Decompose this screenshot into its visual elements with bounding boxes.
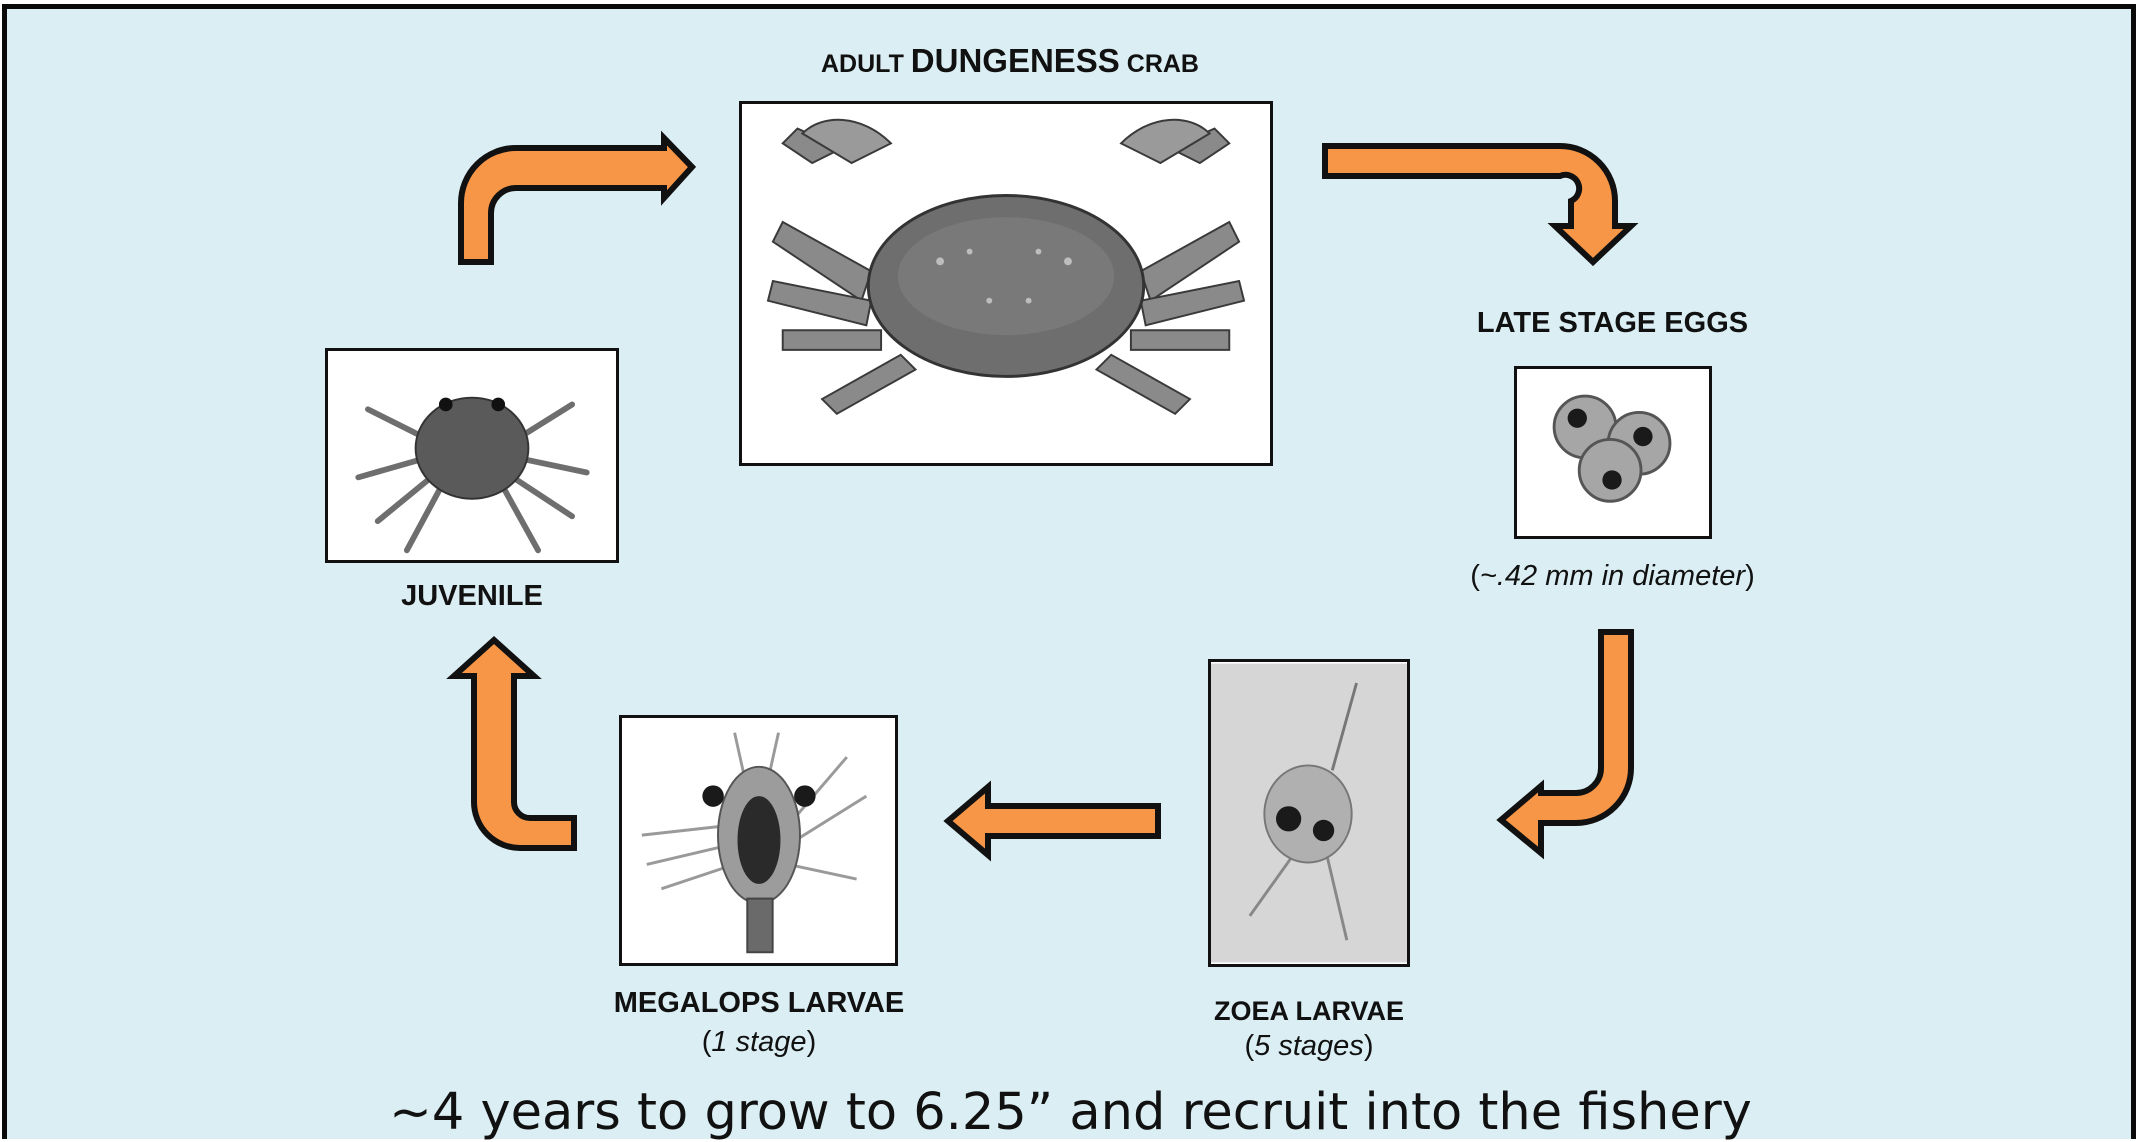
zoea-larvae-label: ZOEA LARVAE	[1150, 996, 1468, 1027]
eggs-size-value: ~.42 mm in diameter	[1480, 560, 1745, 592]
eggs-size-note: (~.42 mm in diameter)	[1400, 560, 1825, 593]
zoea-stages-note: (5 stages)	[1150, 1030, 1468, 1063]
megalops-stages-value: 1 stage	[711, 1026, 806, 1058]
eggs-image	[1514, 366, 1712, 539]
adult-crab-image	[739, 101, 1273, 466]
megalops-larvae-label: MEGALOPS LARVAE	[560, 987, 958, 1020]
adult-main: DUNGENESS	[911, 42, 1120, 79]
adult-crab-label: ADULT DUNGENESS CRAB	[740, 42, 1280, 80]
juvenile-crab-image	[325, 348, 619, 563]
footer-caption: ~4 years to grow to 6.25” and recruit in…	[0, 1083, 2141, 1142]
adult-prefix: ADULT	[821, 50, 911, 78]
juvenile-label: JUVENILE	[322, 580, 622, 613]
zoea-stages-value: 5 stages	[1254, 1030, 1364, 1062]
megalops-larvae-image	[619, 715, 898, 966]
eggs-label: LATE STAGE EGGS	[1400, 307, 1825, 340]
zoea-larvae-image	[1208, 659, 1410, 967]
megalops-stages-note: (1 stage)	[560, 1026, 958, 1059]
adult-suffix: CRAB	[1120, 50, 1199, 78]
